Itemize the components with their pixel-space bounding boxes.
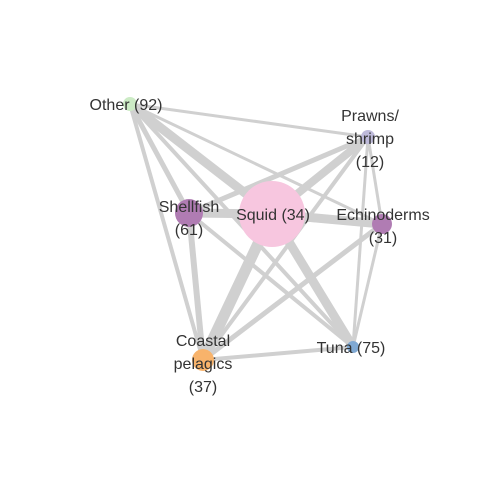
edge-other-echinoderms bbox=[128, 102, 384, 226]
edge-prawns-echinoderms bbox=[366, 135, 384, 226]
edge-shellfish-tuna bbox=[187, 211, 355, 349]
node-label-line: Other (92) bbox=[90, 97, 163, 114]
node-label-line: Coastal bbox=[176, 333, 230, 350]
node-coastal bbox=[192, 349, 214, 371]
node-label-other: Other (92) bbox=[90, 97, 163, 114]
node-label-line: Squid (34) bbox=[236, 207, 310, 224]
node-label-line: Prawns/ bbox=[341, 108, 399, 125]
node-label-echinoderms: Echinoderms (31) bbox=[336, 207, 429, 247]
node-shellfish bbox=[175, 199, 203, 227]
node-label-prawns: Prawns/shrimp (12) bbox=[341, 108, 399, 171]
node-label-line: (12) bbox=[356, 154, 384, 171]
node-label-line: (31) bbox=[369, 230, 397, 247]
labels-layer: Other (92) Prawns/shrimp (12) Shellfish (61)… bbox=[90, 97, 430, 396]
edge-other-prawns bbox=[128, 102, 370, 139]
edge-shellfish-prawns bbox=[186, 134, 371, 216]
edge-prawns-coastal bbox=[201, 135, 370, 362]
edge-other-coastal bbox=[128, 102, 205, 362]
node-label-line: pelagics bbox=[174, 356, 233, 373]
edge-echinoderms-tuna bbox=[351, 222, 384, 349]
node-echinoderms bbox=[372, 214, 392, 234]
node-label-tuna: Tuna (75) bbox=[317, 340, 386, 357]
node-label-line: Tuna (75) bbox=[317, 340, 386, 357]
node-squid bbox=[239, 181, 305, 247]
node-label-shellfish: Shellfish (61) bbox=[159, 199, 219, 239]
node-label-coastal: Coastal pelagics (37) bbox=[174, 333, 233, 396]
node-label-line: Shellfish bbox=[159, 199, 219, 216]
node-other bbox=[123, 97, 137, 111]
node-label-line: shrimp bbox=[346, 131, 394, 148]
edge-coastal-tuna bbox=[201, 345, 355, 362]
node-tuna bbox=[347, 341, 359, 353]
node-prawns bbox=[361, 130, 375, 144]
edge-other-shellfish bbox=[127, 101, 192, 216]
node-label-squid: Squid (34) bbox=[236, 207, 310, 224]
edge-shellfish-coastal bbox=[186, 210, 206, 363]
node-label-line: (37) bbox=[189, 379, 217, 396]
edge-echinoderms-coastal bbox=[200, 221, 385, 363]
nodes-layer bbox=[123, 97, 392, 371]
node-label-line: Echinoderms bbox=[336, 207, 429, 224]
node-label-line: (61) bbox=[175, 222, 203, 239]
